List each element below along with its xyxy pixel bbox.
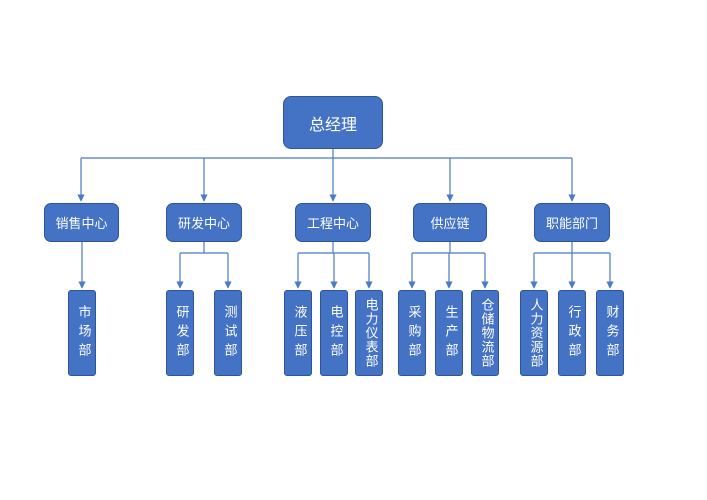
- sub-hydraulics-label: 液压部: [291, 304, 307, 362]
- sub-testing-label: 测试部: [221, 304, 237, 362]
- dept-rnd-box: 研发中心: [166, 203, 242, 242]
- sub-production-label: 生产部: [442, 304, 458, 362]
- dept-sales-label: 销售中心: [55, 217, 108, 232]
- sub-purchasing-label: 采购部: [405, 304, 421, 362]
- ceo-box: 总经理: [283, 96, 383, 149]
- sub-power-instrument-box: 电力仪表部: [355, 290, 383, 376]
- sub-finance-box: 财务部: [596, 290, 624, 376]
- sub-purchasing-box: 采购部: [398, 290, 426, 376]
- ceo-label: 总经理: [308, 114, 357, 134]
- sub-admin-box: 行政部: [558, 290, 586, 376]
- sub-electric-control-label: 电控部: [327, 304, 343, 362]
- sub-admin-label: 行政部: [565, 304, 581, 362]
- dept-supply-chain-box: 供应链: [413, 203, 487, 242]
- dept-engineering-label: 工程中心: [306, 217, 359, 232]
- dept-functional-label: 职能部门: [545, 217, 598, 232]
- sub-production-box: 生产部: [435, 290, 463, 376]
- sub-warehouse-logistics-label: 仓储物流部: [478, 298, 494, 368]
- sub-hydraulics-box: 液压部: [284, 290, 312, 376]
- sub-warehouse-logistics-box: 仓储物流部: [471, 290, 499, 376]
- dept-engineering-box: 工程中心: [295, 203, 371, 242]
- sub-market-label: 市场部: [75, 304, 91, 362]
- sub-finance-label: 财务部: [603, 304, 619, 362]
- sub-research-label: 研发部: [173, 304, 189, 362]
- sub-hr-box: 人力资源部: [520, 290, 548, 376]
- sub-power-instrument-label: 电力仪表部: [362, 298, 378, 368]
- sub-testing-box: 测试部: [214, 290, 242, 376]
- dept-rnd-label: 研发中心: [177, 217, 230, 232]
- dept-sales-box: 销售中心: [44, 203, 119, 242]
- sub-hr-label: 人力资源部: [527, 298, 543, 368]
- dept-functional-box: 职能部门: [534, 203, 610, 242]
- dept-supply-chain-label: 供应链: [430, 217, 470, 232]
- sub-research-box: 研发部: [166, 290, 194, 376]
- sub-market-box: 市场部: [68, 290, 96, 376]
- sub-electric-control-box: 电控部: [320, 290, 348, 376]
